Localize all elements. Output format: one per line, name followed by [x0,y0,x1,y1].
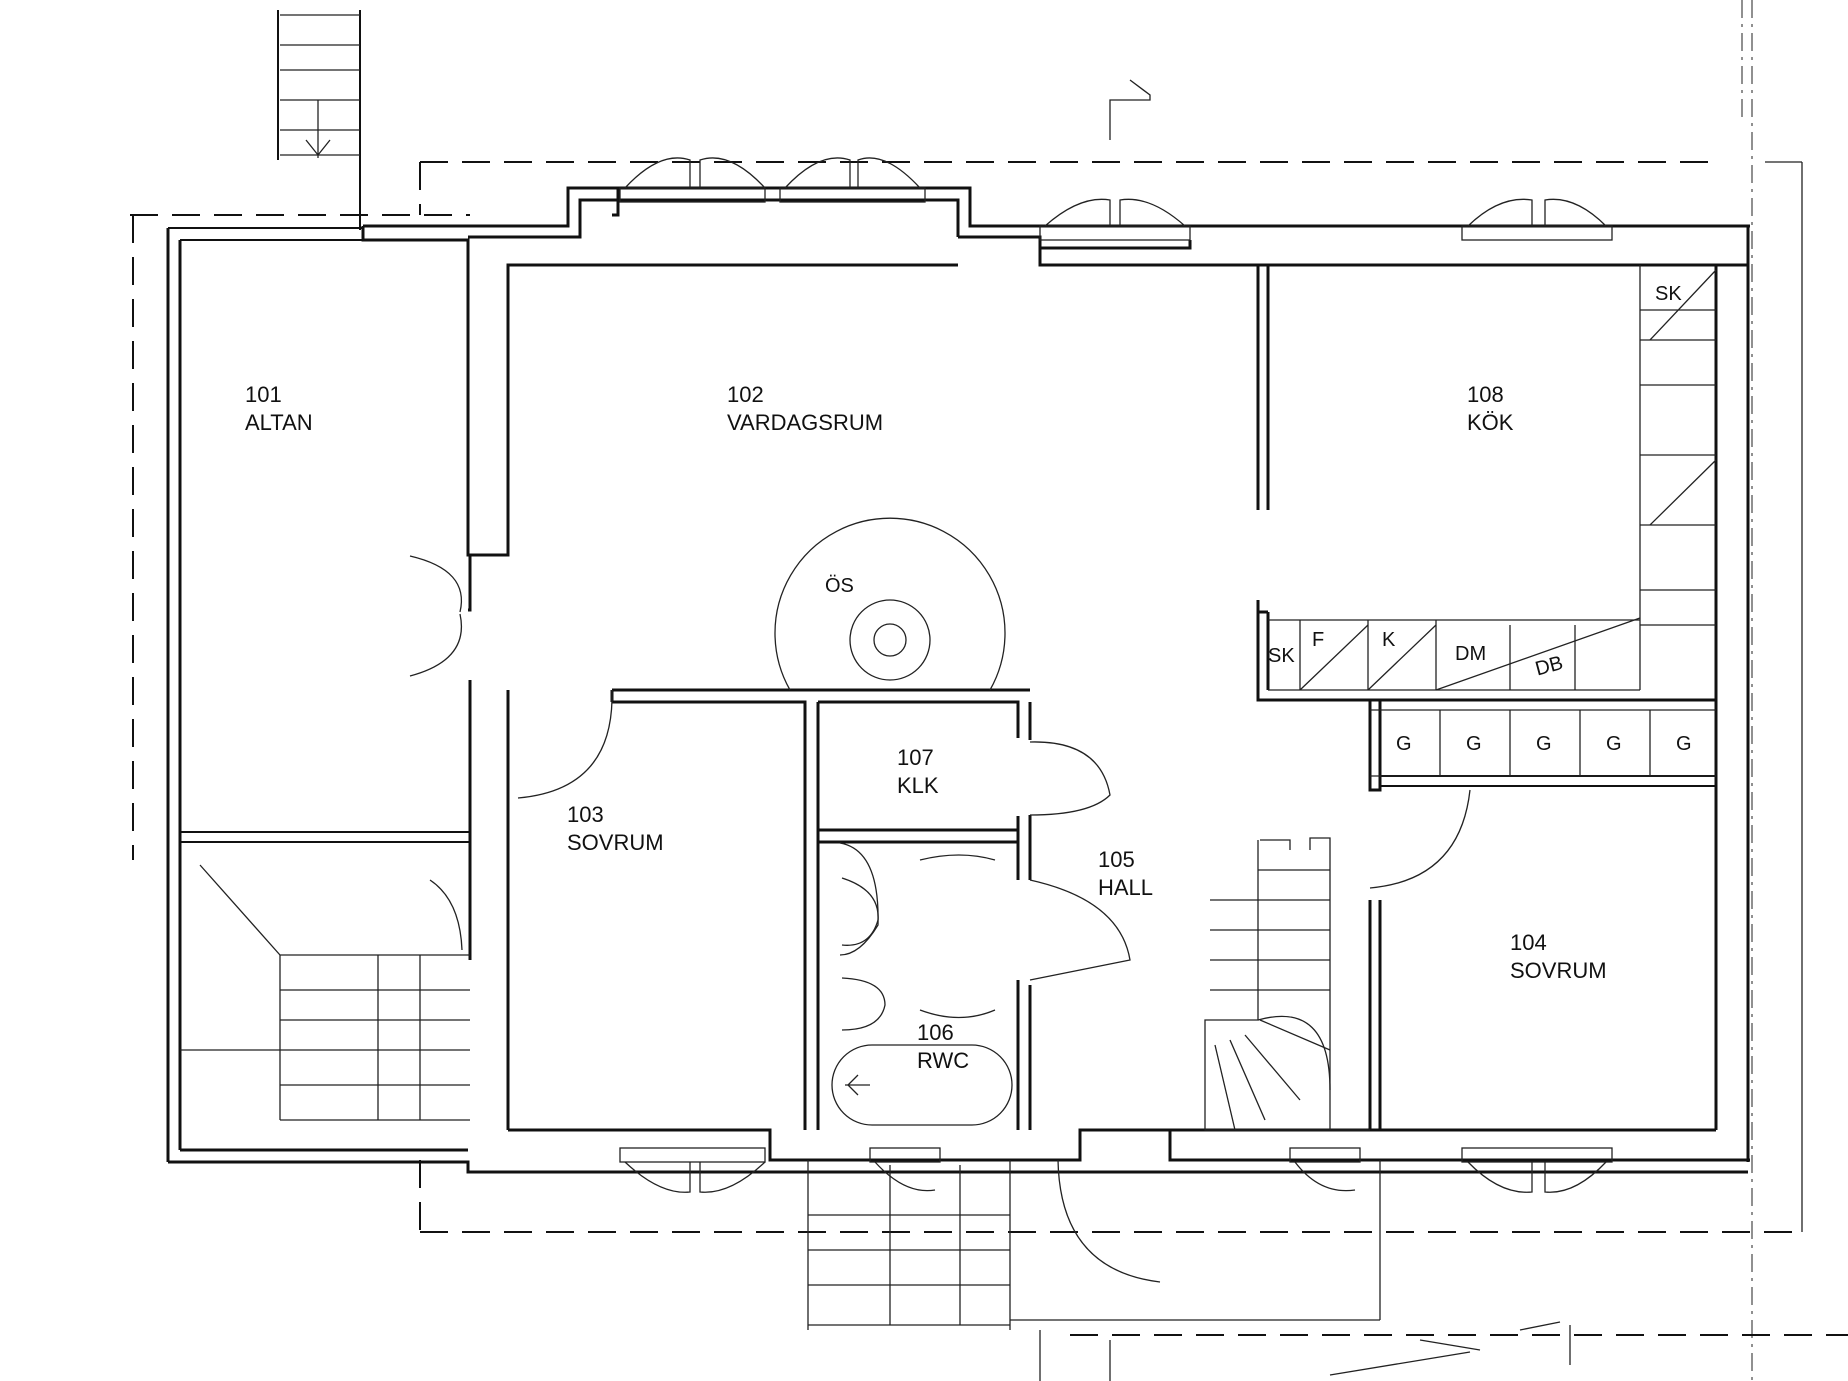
room-name: HALL [1098,875,1153,900]
room-name: KÖK [1467,410,1514,435]
room-number: 107 [897,745,934,770]
stove [774,517,1006,691]
dashed-outline [130,0,1848,1381]
fixture-k: K [1382,629,1396,651]
fixture-g: G [1676,733,1692,755]
fixture-sk-bottom: SK [1268,645,1295,667]
room-name: SOVRUM [1510,958,1607,983]
room-number: 106 [917,1020,954,1045]
fixture-os: ÖS [825,575,854,597]
fixture-dm: DM [1455,643,1486,665]
room-label-101: 101 ALTAN [245,382,313,435]
room-name: SOVRUM [567,830,664,855]
fixture-g: G [1466,733,1482,755]
room-label-103: 103 SOVRUM [567,802,664,855]
room-label-105: 105 HALL [1098,847,1153,900]
fixture-labels: SK SK F K DM DB ÖS G G G G G [825,283,1692,755]
room-number: 101 [245,382,282,407]
fixture-sk-top: SK [1655,283,1682,305]
windows [619,157,1613,1193]
bathroom-fixtures [831,854,1013,1126]
room-name: KLK [897,773,939,798]
room-number: 105 [1098,847,1135,872]
altan-stair [180,864,470,1121]
room-number: 102 [727,382,764,407]
room-number: 104 [1510,930,1547,955]
fixture-g: G [1396,733,1412,755]
room-label-106: 106 RWC [917,1020,969,1073]
room-label-108: 108 KÖK [1467,382,1514,435]
room-number: 103 [567,802,604,827]
room-label-104: 104 SOVRUM [1510,930,1607,983]
hall-stair [1204,837,1370,1131]
room-label-107: 107 KLK [897,745,939,798]
room-label-102: 102 VARDAGSRUM [727,382,883,435]
entrance-stair [807,1160,1381,1330]
room-number: 108 [1467,382,1504,407]
room-name: ALTAN [245,410,313,435]
fixture-g: G [1606,733,1622,755]
exterior-walls [166,10,1750,1174]
fixture-db: DB [1533,652,1566,680]
kitchen-fittings [1268,265,1717,777]
fixture-f: F [1312,629,1324,651]
room-name: VARDAGSRUM [727,410,883,435]
fixture-g: G [1536,733,1552,755]
room-name: RWC [917,1048,969,1073]
